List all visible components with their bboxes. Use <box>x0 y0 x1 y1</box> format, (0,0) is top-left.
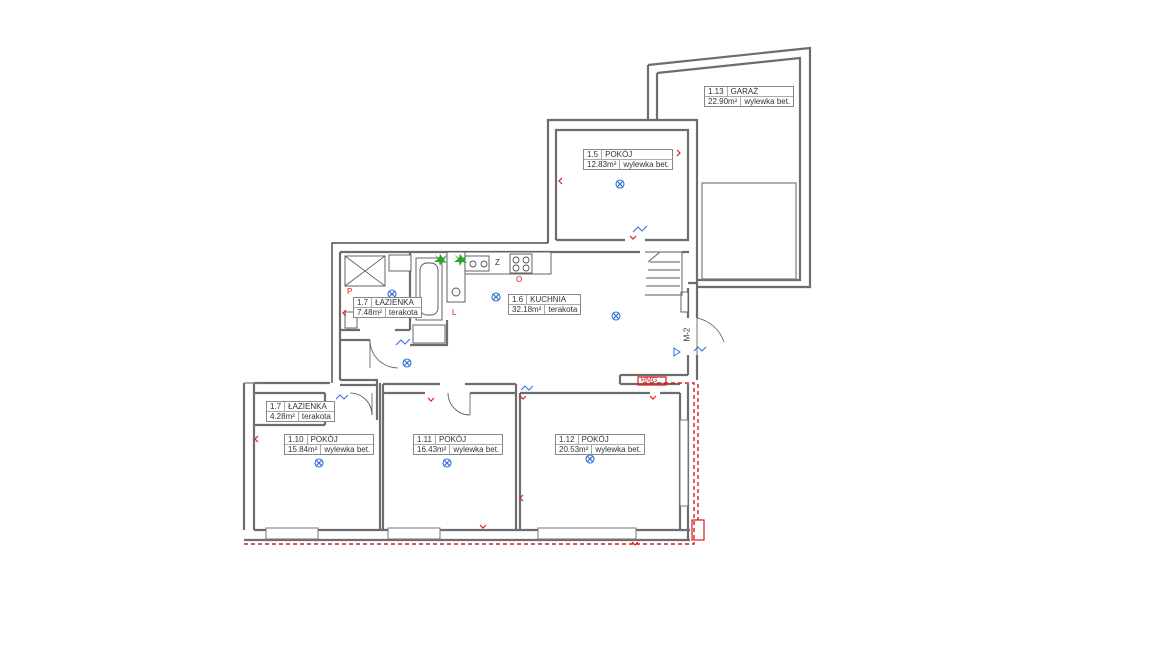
room-name: ŁAZIENKA <box>284 402 330 411</box>
room-number: 1.12 <box>559 435 575 444</box>
room-area: 4.28 <box>270 412 286 421</box>
switches <box>335 225 707 400</box>
ceiling-light-icon <box>611 311 621 321</box>
outlet-mark: P <box>347 287 353 296</box>
room-name: POKÓJ <box>306 435 341 444</box>
room-floor: wylewka bet. <box>591 445 644 454</box>
room-name: ŁAZIENKA <box>371 298 417 307</box>
area-unit: m² <box>532 305 542 314</box>
room-area: 22.90 <box>708 97 729 106</box>
ceiling-light-icon <box>615 179 625 189</box>
room-floor: wylewka bet. <box>320 445 373 454</box>
room-name: KUCHNIA <box>526 295 569 304</box>
ceiling-light-icon <box>491 292 501 302</box>
gas-markers <box>434 254 467 266</box>
room-number: 1.11 <box>417 435 432 444</box>
area-unit: m² <box>437 445 447 454</box>
room-floor: terakota <box>297 412 334 421</box>
area-unit: m² <box>372 308 382 317</box>
room-number: 1.5 <box>587 150 599 159</box>
light-mark: L <box>452 308 457 317</box>
room-area: 12.83 <box>587 160 608 169</box>
room-area: 15.84 <box>288 445 309 454</box>
room-name: POKÓJ <box>601 150 635 159</box>
garage-walls <box>646 46 812 289</box>
area-unit: m² <box>728 97 738 106</box>
room-1-5-walls <box>546 118 699 285</box>
room-area: 7.48 <box>357 308 373 317</box>
area-unit: m² <box>579 445 589 454</box>
room-number: 1.13 <box>708 87 724 96</box>
vent-mark: O <box>516 275 523 284</box>
stove-mark: Z <box>495 258 500 267</box>
room-floor: wylewka bet. <box>449 445 502 454</box>
room-number: 1.6 <box>512 295 524 304</box>
ceiling-light-icon <box>585 454 595 464</box>
room-number: 1.7 <box>357 298 369 307</box>
sockets <box>254 149 681 546</box>
room-floor: wylewka bet. <box>619 160 672 169</box>
room-floor: wylewka bet. <box>740 97 793 106</box>
ceiling-light-icon <box>402 358 412 368</box>
electrical-box-tag: RMG <box>641 377 658 384</box>
room-floor: terakota <box>384 308 421 317</box>
room-name: GARAŻ <box>726 87 762 96</box>
ceiling-light-icon <box>314 458 324 468</box>
room-number: 1.7 <box>270 402 282 411</box>
area-unit: m² <box>285 412 295 421</box>
corridor-tag: M-2 <box>682 327 692 342</box>
kitchen-walls <box>331 242 699 386</box>
room-area: 32.18 <box>512 305 533 314</box>
room-number: 1.10 <box>288 435 304 444</box>
stairs <box>645 251 683 296</box>
room-name: POKÓJ <box>434 435 469 444</box>
room-name: POKÓJ <box>577 435 612 444</box>
electrical-route <box>244 376 705 545</box>
ceiling-light-icon <box>442 458 452 468</box>
room-area: 20.53 <box>559 445 580 454</box>
area-unit: m² <box>308 445 318 454</box>
corridor-walls <box>340 378 690 540</box>
bottom-wall <box>244 419 690 542</box>
area-unit: m² <box>607 160 617 169</box>
room-area: 16.43 <box>417 445 438 454</box>
room-floor: terakota <box>544 305 580 314</box>
entrance-door <box>696 317 725 355</box>
ceiling-lights <box>314 179 625 468</box>
